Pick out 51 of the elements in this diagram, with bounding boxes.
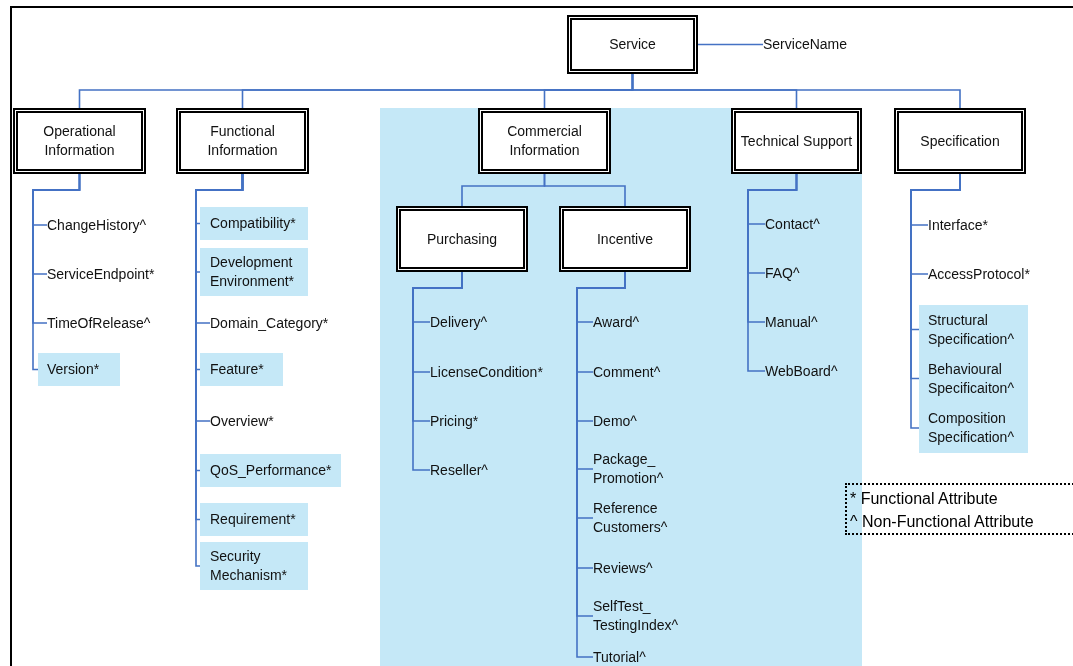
legend-note: ^ Non-Functional Attribute [850, 512, 1035, 532]
tree-connector [631, 73, 961, 109]
attribute-label: Overview* [210, 411, 330, 431]
attribute-label: Domain_Category* [210, 313, 360, 333]
attribute-label: Delivery^ [430, 312, 550, 332]
tree-connector [412, 271, 463, 471]
legend-note: * Functional Attribute [850, 489, 999, 509]
category-box: Service [567, 15, 698, 74]
category-box: Technical Support [731, 108, 862, 174]
attribute-label: AccessProtocol* [928, 264, 1058, 284]
attribute-label: Tutorial^ [593, 647, 713, 666]
tree-connector [697, 43, 764, 46]
attribute-label: SelfTest_ TestingIndex^ [593, 596, 695, 636]
category-box: Commercial Information [478, 108, 611, 174]
attribute-label: Demo^ [593, 411, 713, 431]
attribute-label: Interface* [928, 215, 1048, 235]
attribute-label: WebBoard^ [765, 361, 855, 381]
attribute-label: Comment^ [593, 362, 713, 382]
tree-connector [910, 173, 961, 429]
attribute-label: Award^ [593, 312, 713, 332]
attribute-label: LicenseCondition* [430, 362, 570, 382]
attribute-label: ChangeHistory^ [47, 215, 187, 235]
attribute-label: Manual^ [765, 312, 855, 332]
category-box: Specification [894, 108, 1026, 174]
tree-connector [32, 173, 81, 371]
highlighted-attribute: QoS_Performance* [200, 454, 341, 487]
attribute-label: Reviews^ [593, 558, 713, 578]
highlighted-attribute: Requirement* [200, 503, 308, 536]
tree-connector [543, 173, 626, 207]
attribute-label: Reseller^ [430, 460, 550, 480]
category-box: Operational Information [13, 108, 146, 174]
attribute-label: ServiceName [763, 34, 873, 54]
attribute-label: Package_ Promotion^ [593, 449, 675, 489]
highlighted-attribute: Version* [38, 353, 120, 386]
highlighted-attribute: Development Environment* [200, 248, 308, 296]
attribute-label: TimeOfRelease^ [47, 313, 187, 333]
attribute-label: FAQ^ [765, 263, 855, 283]
highlighted-attribute: Structural Specification^ [919, 305, 1028, 354]
category-box: Purchasing [396, 206, 528, 272]
attribute-label: Pricing* [430, 411, 550, 431]
category-box: Incentive [559, 206, 691, 272]
highlighted-attribute: Security Mechanism* [200, 542, 308, 590]
attribute-label: Reference Customers^ [593, 498, 685, 538]
attribute-label: Contact^ [765, 214, 855, 234]
attribute-label: ServiceEndpoint* [47, 264, 187, 284]
highlighted-attribute: Composition Specification^ [919, 403, 1028, 453]
highlighted-attribute: Feature* [200, 353, 283, 386]
highlighted-attribute: Compatibility* [200, 207, 308, 240]
highlighted-attribute: Behavioural Specificaiton^ [919, 354, 1028, 403]
tree-connector [747, 173, 798, 372]
category-box: Functional Information [176, 108, 309, 174]
